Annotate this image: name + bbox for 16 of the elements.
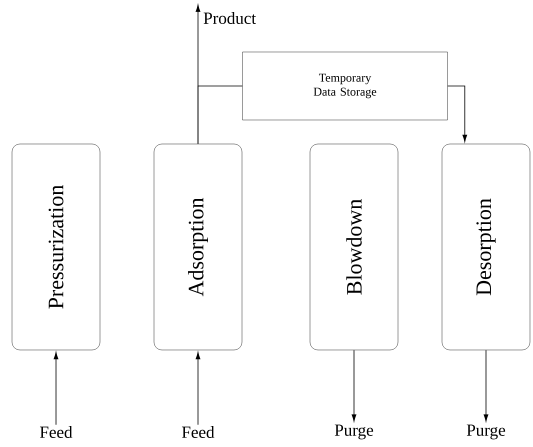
stream-label: Feed — [40, 426, 72, 438]
process-box: Pressurization — [12, 144, 100, 350]
arrow — [484, 350, 488, 422]
stream-label: Product — [204, 12, 256, 24]
arrow — [447, 86, 468, 142]
connector-line — [198, 86, 243, 144]
stream-label: Feed — [182, 426, 214, 438]
arrow — [54, 352, 58, 426]
storage-box: Temporary Data Storage — [242, 52, 448, 120]
process-box: Blowdown — [310, 144, 398, 350]
process-box: Desorption — [442, 144, 530, 350]
process-box: Adsorption — [154, 144, 242, 350]
stream-label: Purge — [334, 424, 374, 440]
stream-label: Purge — [466, 424, 506, 440]
arrow — [196, 352, 200, 426]
arrow — [352, 350, 356, 422]
